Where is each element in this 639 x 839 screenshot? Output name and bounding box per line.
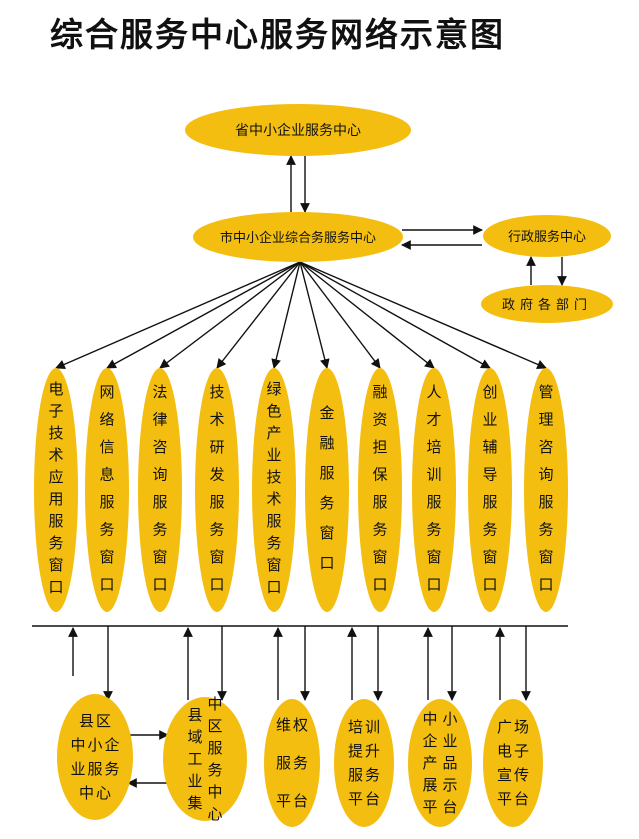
service-window-label: 电子技术应用服务窗口 [48,380,63,596]
platform-1: 县区中小企业服务中心 [57,694,133,820]
service-window-label: 创业辅导服务窗口 [482,383,497,594]
platform-3: 维权服务平台 [264,699,320,827]
provincial-center-label: 省中小企业服务中心 [235,122,361,139]
platform-label: 培训提升服务平台 [348,718,380,808]
service-window-label: 法律咨询服务窗口 [152,383,167,594]
service-window-8: 人才培训服务窗口 [412,368,456,612]
service-window-4: 技术研发服务窗口 [195,368,239,612]
service-window-label: 融资担保服务窗口 [372,383,387,594]
gov-departments-node: 政府各部门 [481,285,613,323]
platform-4: 培训提升服务平台 [334,699,394,827]
service-window-label: 金融服务窗口 [319,404,334,572]
platform-6: 广场电子宣传平台 [483,699,543,827]
arrow-city-to-window-10 [299,261,547,370]
arrow-city-to-window-7 [299,261,381,369]
service-window-label: 网络信息服务窗口 [99,383,114,594]
arrow-city-to-window-1 [55,261,301,369]
platform-label: 县域工业集中区服务中心 [187,695,222,823]
arrow-city-to-window-3 [159,261,301,369]
service-window-shape [412,368,456,612]
service-window-label: 人才培训服务窗口 [426,383,441,594]
arrow-city-to-window-5 [271,261,301,369]
platform-shape [57,694,133,820]
service-windows-group: 电子技术应用服务窗口 网络信息服务窗口 法律咨询服务窗口 技术研发服务窗口 绿色产业技术… [34,368,568,612]
platform-shape [163,697,247,821]
service-window-label: 绿色产业技术服务窗口 [266,380,281,596]
platform-label: 广场电子宣传平台 [497,718,529,808]
service-window-2: 网络信息服务窗口 [85,368,129,612]
service-window-shape [195,368,239,612]
platform-5: 中企产展平小业品示台 [408,699,472,827]
arrow-city-to-window-6 [299,261,330,369]
platform-label: 县区中小企业服务中心 [70,712,119,802]
provincial-center-shape [185,104,411,156]
service-window-6: 金融服务窗口 [305,368,349,612]
service-window-label: 技术研发服务窗口 [209,383,224,594]
service-window-10: 管理咨询服务窗口 [524,368,568,612]
admin-center-label: 行政服务中心 [508,229,586,245]
city-center-label: 市中小企业综合务服务中心 [220,230,376,246]
page-title: 综合服务中心服务网络示意图 [50,15,505,54]
service-window-3: 法律咨询服务窗口 [138,368,182,612]
service-window-shape [138,368,182,612]
platform-shape [264,699,320,827]
platforms-group: 县区中小企业服务中心 县域工业集中区服务中心 维权服务平台 培训提升服务平台 中企产展平… [57,694,543,827]
platform-shape [483,699,543,827]
admin-center-node: 行政服务中心 [483,215,611,257]
platform-label: 中企产展平小业品示台 [422,710,457,816]
arrow-city-to-window-2 [106,261,301,369]
service-window-label: 管理咨询服务窗口 [538,383,553,594]
service-window-shape [358,368,402,612]
city-center-shape [193,212,403,262]
gov-departments-shape [481,285,613,323]
admin-center-shape [483,215,611,257]
service-window-1: 电子技术应用服务窗口 [34,368,78,612]
gov-departments-label: 政府各部门 [502,297,592,313]
service-window-shape [34,368,78,612]
service-window-shape [252,368,296,612]
service-window-9: 创业辅导服务窗口 [468,368,512,612]
connectors [32,155,568,788]
arrow-city-to-window-9 [299,261,491,369]
platform-2: 县域工业集中区服务中心 [163,695,247,823]
provincial-center-node: 省中小企业服务中心 [185,104,411,156]
arrow-city-to-window-4 [216,261,301,369]
city-center-node: 市中小企业综合务服务中心 [193,212,403,262]
arrow-city-to-window-8 [299,261,435,369]
service-window-shape [305,368,349,612]
platform-shape [334,699,394,827]
service-window-shape [468,368,512,612]
platform-label: 维权服务平台 [276,716,308,810]
service-window-shape [524,368,568,612]
service-window-7: 融资担保服务窗口 [358,368,402,612]
platform-shape [408,699,472,827]
service-window-shape [85,368,129,612]
service-window-5: 绿色产业技术服务窗口 [252,368,296,612]
